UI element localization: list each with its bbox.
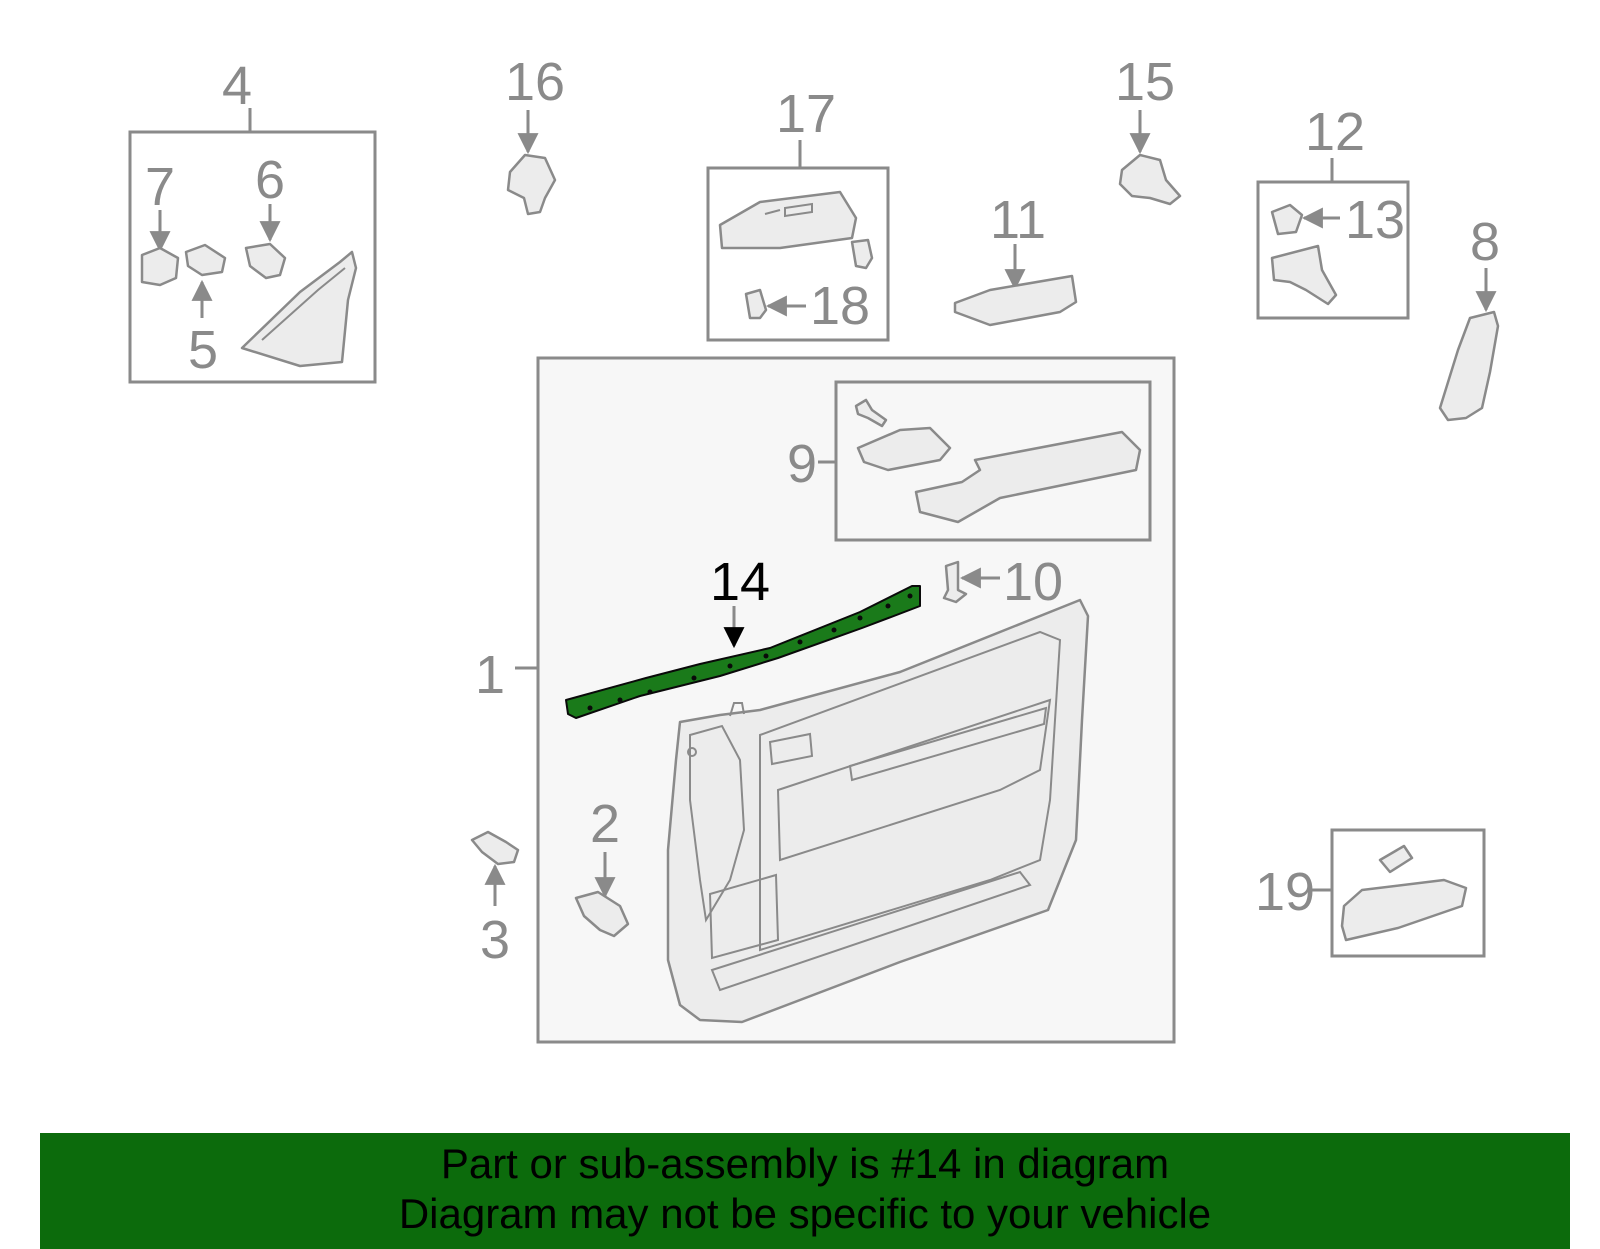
callout-7: 7 [145, 157, 175, 217]
part-14-highlighted [565, 585, 921, 719]
trim-11 [953, 274, 1078, 327]
callout-18: 18 [810, 276, 870, 336]
switch-bezel-9 [856, 426, 952, 472]
callout-4: 4 [222, 56, 252, 116]
part-16-group: 16 [505, 52, 565, 216]
bulb-19 [1378, 844, 1414, 874]
callout-9: 9 [787, 434, 817, 494]
bracket-12 [1270, 244, 1338, 306]
part-group-17: 17 18 [706, 84, 890, 342]
callout-15: 15 [1115, 52, 1175, 112]
clip-3 [470, 830, 520, 866]
callout-6: 6 [255, 150, 285, 210]
clip-5 [184, 243, 227, 277]
callout-12: 12 [1305, 102, 1365, 162]
clip-17 [850, 238, 874, 270]
callout-16: 16 [505, 52, 565, 112]
banner-line-2: Diagram may not be specific to your vehi… [398, 1190, 1212, 1237]
clip-18 [744, 288, 768, 320]
panel-4 [240, 250, 358, 368]
switch-base-17 [718, 190, 858, 250]
callout-5: 5 [188, 320, 218, 380]
part-group-4: 4 7 6 5 [128, 56, 377, 384]
screw-9 [854, 398, 888, 428]
callout-8: 8 [1470, 212, 1500, 272]
screw-10 [942, 560, 968, 604]
part-15-group: 15 [1115, 52, 1182, 206]
part-8-group: 8 [1438, 212, 1500, 422]
armrest-9 [914, 430, 1142, 524]
trim-8 [1438, 310, 1500, 422]
clip-16 [506, 153, 557, 216]
callout-14: 14 [710, 552, 770, 612]
callout-3: 3 [480, 910, 510, 970]
retainer-2 [574, 890, 630, 938]
part-11-group: 11 [953, 190, 1078, 327]
callout-10: 10 [1003, 552, 1063, 612]
callout-17: 17 [776, 84, 836, 144]
part-group-12: 12 13 [1256, 102, 1410, 320]
callout-19: 19 [1255, 862, 1315, 922]
nut-13 [1270, 203, 1304, 236]
clip-7 [140, 246, 180, 287]
lamp-19 [1340, 878, 1468, 942]
door-trim-panel [666, 598, 1090, 1024]
part-group-19: 19 [1255, 828, 1486, 958]
retainer-6 [244, 242, 287, 280]
callout-11: 11 [990, 190, 1046, 250]
callout-1: 1 [475, 645, 505, 705]
bracket-15 [1118, 153, 1182, 206]
callout-13: 13 [1345, 190, 1405, 250]
part-group-1: 1 9 10 2 3 14 [470, 356, 1176, 1044]
callout-2: 2 [590, 794, 620, 854]
banner-line-1: Part or sub-assembly is #14 in diagram [440, 1140, 1170, 1187]
info-banner: Part or sub-assembly is #14 in diagram D… [40, 1133, 1570, 1249]
